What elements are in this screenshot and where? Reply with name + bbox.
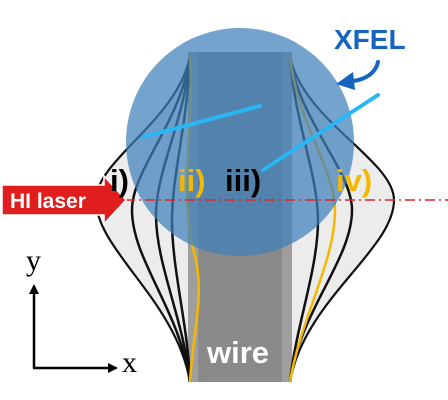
xfel-label: XFEL — [334, 24, 406, 55]
xfel-beam-line-1 — [141, 104, 262, 139]
profile-ii-label: ii) — [178, 163, 206, 198]
axis-x-label: x — [122, 346, 137, 379]
profile-iii-label: iii) — [225, 163, 261, 198]
xfel-beam-line-2 — [261, 93, 380, 172]
xfel-pointer-icon — [350, 60, 380, 83]
xfel-pointer-head — [336, 72, 355, 90]
profile-iv-label: iv) — [336, 163, 372, 198]
xfel-spot — [126, 28, 354, 256]
laser-pointer-icon — [1, 174, 128, 226]
axis-y-label: y — [26, 244, 41, 277]
wire-label: wire — [206, 335, 269, 370]
profile-i-label: i) — [110, 163, 129, 198]
hi-laser-label: HI laser — [10, 190, 86, 213]
